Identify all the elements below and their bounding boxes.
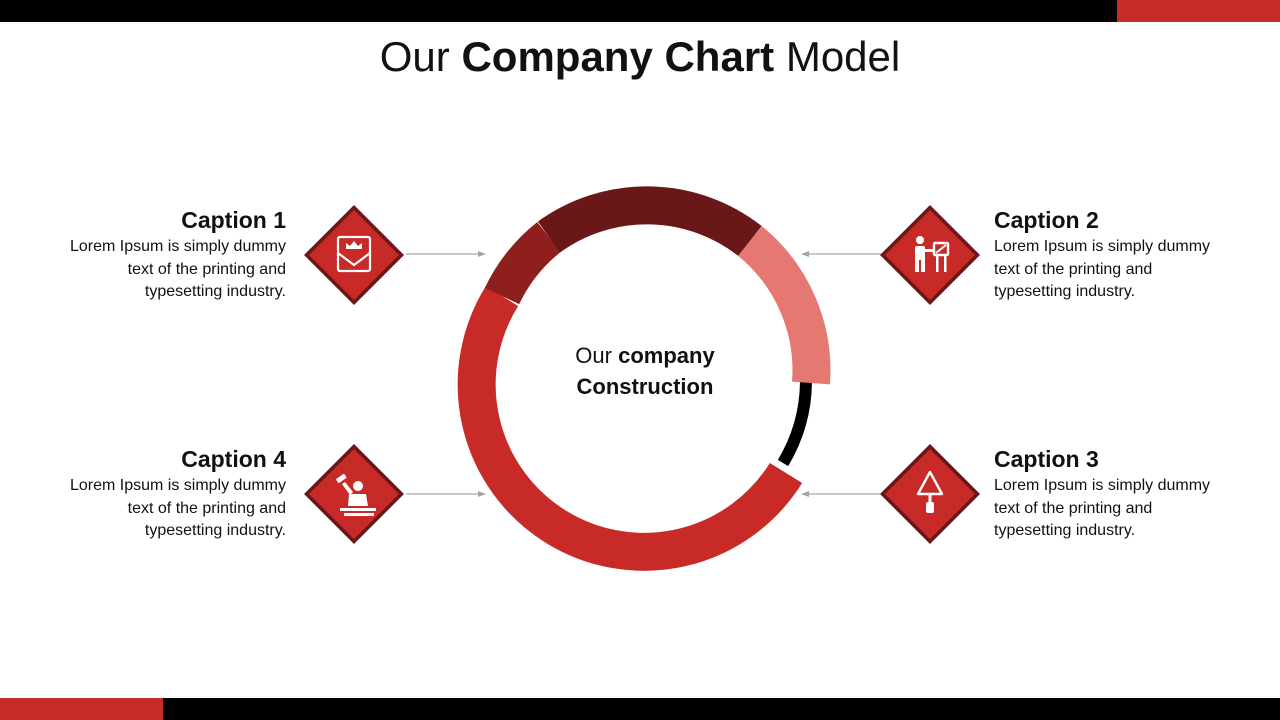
ring-segment-red — [457, 285, 803, 571]
diamond-caption-3 — [878, 442, 982, 546]
trowel-icon — [916, 470, 944, 513]
connector-3 — [799, 489, 881, 499]
ring-segment-dark-red — [537, 186, 762, 257]
caption-4-text: Lorem Ipsum is simply dummy text of the … — [69, 477, 286, 539]
page-title: Our Company Chart Model — [0, 30, 1280, 84]
ring-segment-medium-dark-red — [484, 222, 562, 305]
center-line2-bold: Construction — [576, 374, 714, 399]
ring-diagram — [457, 186, 831, 571]
center-line1-bold: company — [618, 343, 715, 368]
connector-1 — [406, 249, 488, 259]
title-bold: Company Chart — [461, 33, 775, 80]
caption-3: Caption 3 Lorem Ipsum is simply dummy te… — [994, 445, 1234, 543]
caption-3-text: Lorem Ipsum is simply dummy text of the … — [994, 477, 1211, 539]
caption-1: Caption 1 Lorem Ipsum is simply dummy te… — [46, 206, 286, 304]
caption-4-title: Caption 4 — [181, 446, 286, 472]
caption-1-text: Lorem Ipsum is simply dummy text of the … — [69, 238, 286, 300]
diamond-caption-2 — [878, 203, 982, 307]
center-line1-regular: Our — [575, 343, 612, 368]
diamond-caption-4 — [302, 442, 406, 546]
bottom-accent-bar — [0, 698, 163, 720]
ring-segment-black — [777, 381, 812, 467]
caption-2: Caption 2 Lorem Ipsum is simply dummy te… — [994, 206, 1234, 304]
bottom-bar — [163, 698, 1280, 720]
worker-sign-icon — [915, 236, 950, 272]
title-regular-1: Our — [379, 33, 450, 80]
connector-2 — [799, 249, 881, 259]
caption-4: Caption 4 Lorem Ipsum is simply dummy te… — [46, 445, 286, 543]
ring-segment-pink — [737, 226, 831, 385]
center-label: Our company Construction — [520, 340, 770, 402]
worker-hammer-icon — [336, 473, 376, 516]
top-accent-bar — [1117, 0, 1280, 22]
caption-2-title: Caption 2 — [994, 207, 1099, 233]
connector-4 — [406, 489, 488, 499]
title-regular-2: Model — [785, 33, 901, 80]
caption-3-title: Caption 3 — [994, 446, 1099, 472]
top-bar — [0, 0, 1117, 22]
caption-1-title: Caption 1 — [181, 207, 286, 233]
diamond-caption-1 — [302, 203, 406, 307]
caption-2-text: Lorem Ipsum is simply dummy text of the … — [994, 238, 1211, 300]
envelope-crown-icon — [336, 235, 372, 273]
